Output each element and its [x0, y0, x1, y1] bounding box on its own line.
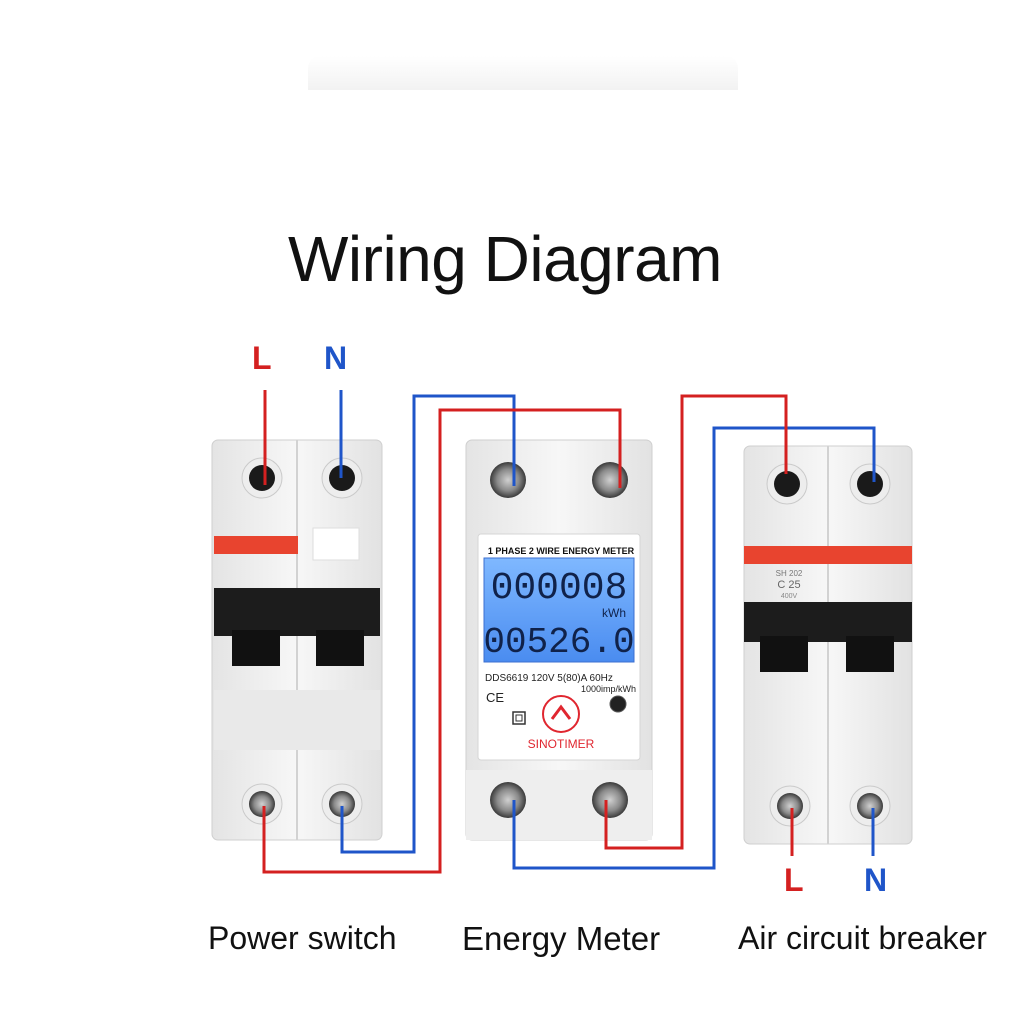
breaker-rating: C 25	[777, 579, 800, 591]
wires	[262, 390, 876, 874]
breaker-model: SH 202	[776, 569, 803, 578]
top-banner-strip	[308, 56, 738, 90]
meter-reading-1: 000008	[491, 567, 628, 610]
energy-meter-device	[465, 439, 653, 841]
ce-mark: CE	[486, 690, 504, 705]
meter-to-breaker-line-wire	[604, 394, 788, 850]
air-circuit-breaker	[743, 445, 913, 845]
caption-air-breaker: Air circuit breaker	[738, 920, 987, 956]
input-neutral-label: N	[324, 340, 348, 376]
meter-unit: kWh	[602, 606, 626, 620]
output-line-label: L	[784, 862, 804, 898]
caption-power-switch: Power switch	[208, 920, 397, 956]
meter-brand: SINOTIMER	[528, 737, 595, 751]
diagram-title: Wiring Diagram	[288, 223, 722, 295]
input-line-label: L	[252, 340, 272, 376]
meter-spec: DDS6619 120V 5(80)A 60Hz	[485, 673, 613, 684]
meter-to-breaker-neutral-wire	[512, 426, 876, 870]
meter-heading: 1 PHASE 2 WIRE ENERGY METER	[488, 546, 635, 556]
power-switch-breaker	[211, 439, 383, 841]
meter-reading-2: 00526.0	[483, 622, 634, 663]
switch-to-meter-line-wire	[262, 408, 622, 874]
caption-energy-meter: Energy Meter	[462, 920, 661, 957]
meter-imp: 1000imp/kWh	[581, 684, 636, 694]
breaker-voltage: 400V	[781, 593, 798, 600]
output-neutral-label: N	[864, 862, 888, 898]
